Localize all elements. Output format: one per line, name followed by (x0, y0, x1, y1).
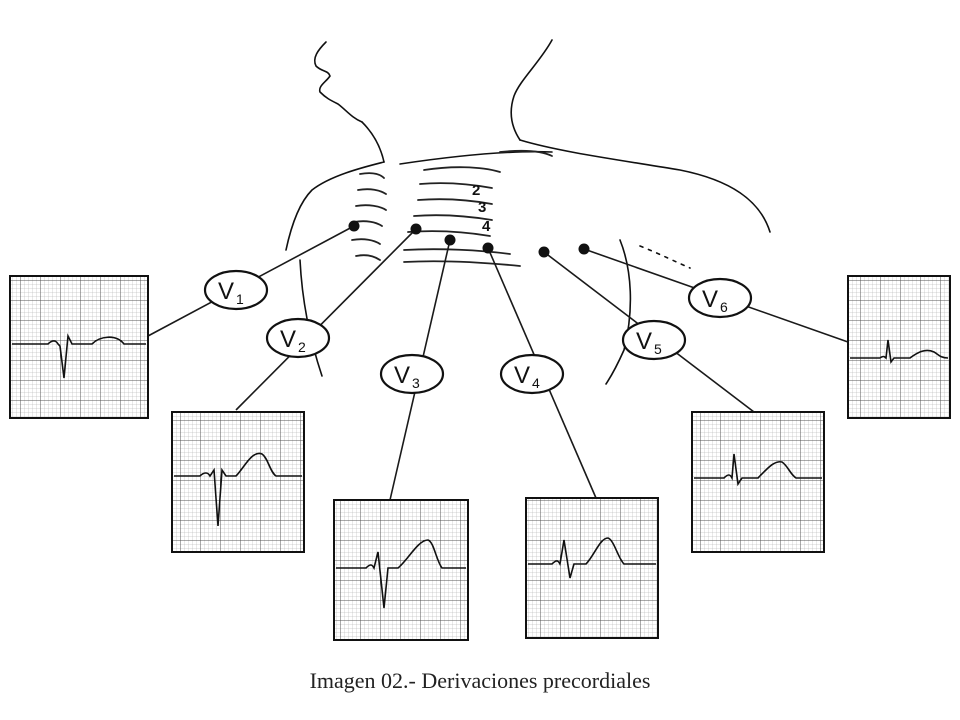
rib-cage (351, 149, 553, 267)
collar-line (399, 150, 553, 165)
lead-badge-v4-letter: V (514, 362, 530, 389)
right-shoulder (519, 139, 771, 233)
electrode-v6 (578, 243, 590, 255)
lead-badge-v2-sub: 2 (298, 339, 306, 355)
rib (359, 172, 385, 179)
ecg-strip-v6 (847, 275, 951, 419)
electrodes (348, 220, 590, 258)
electrode-v1 (348, 220, 360, 232)
rib (403, 248, 511, 255)
lead-badge-v3: V 3 (379, 353, 445, 395)
electrode-v5 (538, 246, 550, 258)
lead-badge-v2-letter: V (280, 326, 296, 353)
rib (413, 214, 493, 221)
rib-number-3: 3 (478, 199, 486, 216)
left-shoulder (285, 161, 385, 251)
rib-number-2: 2 (472, 182, 480, 199)
ecg-strip-v3 (333, 499, 469, 641)
left-side (299, 259, 323, 377)
ecg-trace-v1 (12, 333, 146, 379)
lead-badge-v5: V 5 (621, 319, 687, 361)
lead-badge-v5-letter: V (636, 328, 652, 355)
rib (499, 149, 553, 157)
neck-back (510, 39, 553, 141)
ecg-trace-v4 (528, 537, 656, 579)
face-profile (313, 41, 363, 123)
rib (423, 166, 501, 173)
lead-badge-v1: V 1 (203, 269, 269, 311)
ecg-trace-v6 (850, 339, 949, 365)
lead-badge-v4: V 4 (499, 353, 565, 395)
rib (351, 238, 381, 245)
electrode-v2 (410, 223, 422, 235)
rib-number-4: 4 (482, 218, 491, 235)
lead-line-v2 (235, 228, 417, 411)
lead-badge-v1-sub: 1 (236, 291, 244, 307)
figure-caption: Imagen 02.- Derivaciones precordiales (309, 668, 651, 693)
ecg-trace-v2 (174, 452, 302, 527)
lead-badge-v6-letter: V (702, 286, 718, 313)
rib (355, 204, 387, 211)
lead-badge-v6-sub: 6 (720, 299, 728, 315)
ecg-strip-v4 (525, 497, 659, 639)
rib (417, 198, 493, 205)
rib (357, 188, 387, 195)
ecg-trace-v3 (336, 539, 466, 609)
torso-outline (285, 39, 771, 385)
lead-badge-v3-sub: 3 (412, 375, 420, 391)
ecg-strip-v1 (9, 275, 149, 419)
ecg-trace-v5 (694, 453, 822, 487)
lead-badge-v4-sub: 4 (532, 375, 540, 391)
electrode-v4 (482, 242, 494, 254)
lead-badge-v2: V 2 (265, 317, 331, 359)
lead-badge-v3-letter: V (394, 362, 410, 389)
rib (403, 260, 521, 267)
lead-badge-v5-sub: 5 (654, 341, 662, 357)
neck-front (361, 121, 385, 163)
lead-badge-v1-letter: V (218, 278, 234, 305)
electrode-v3 (444, 234, 456, 246)
axilla-line (639, 245, 691, 269)
rib (419, 182, 493, 189)
rib (355, 254, 381, 261)
ecg-strip-v5 (691, 411, 825, 553)
ecg-strip-v2 (171, 411, 305, 553)
lead-badge-v6: V 6 (687, 277, 753, 319)
